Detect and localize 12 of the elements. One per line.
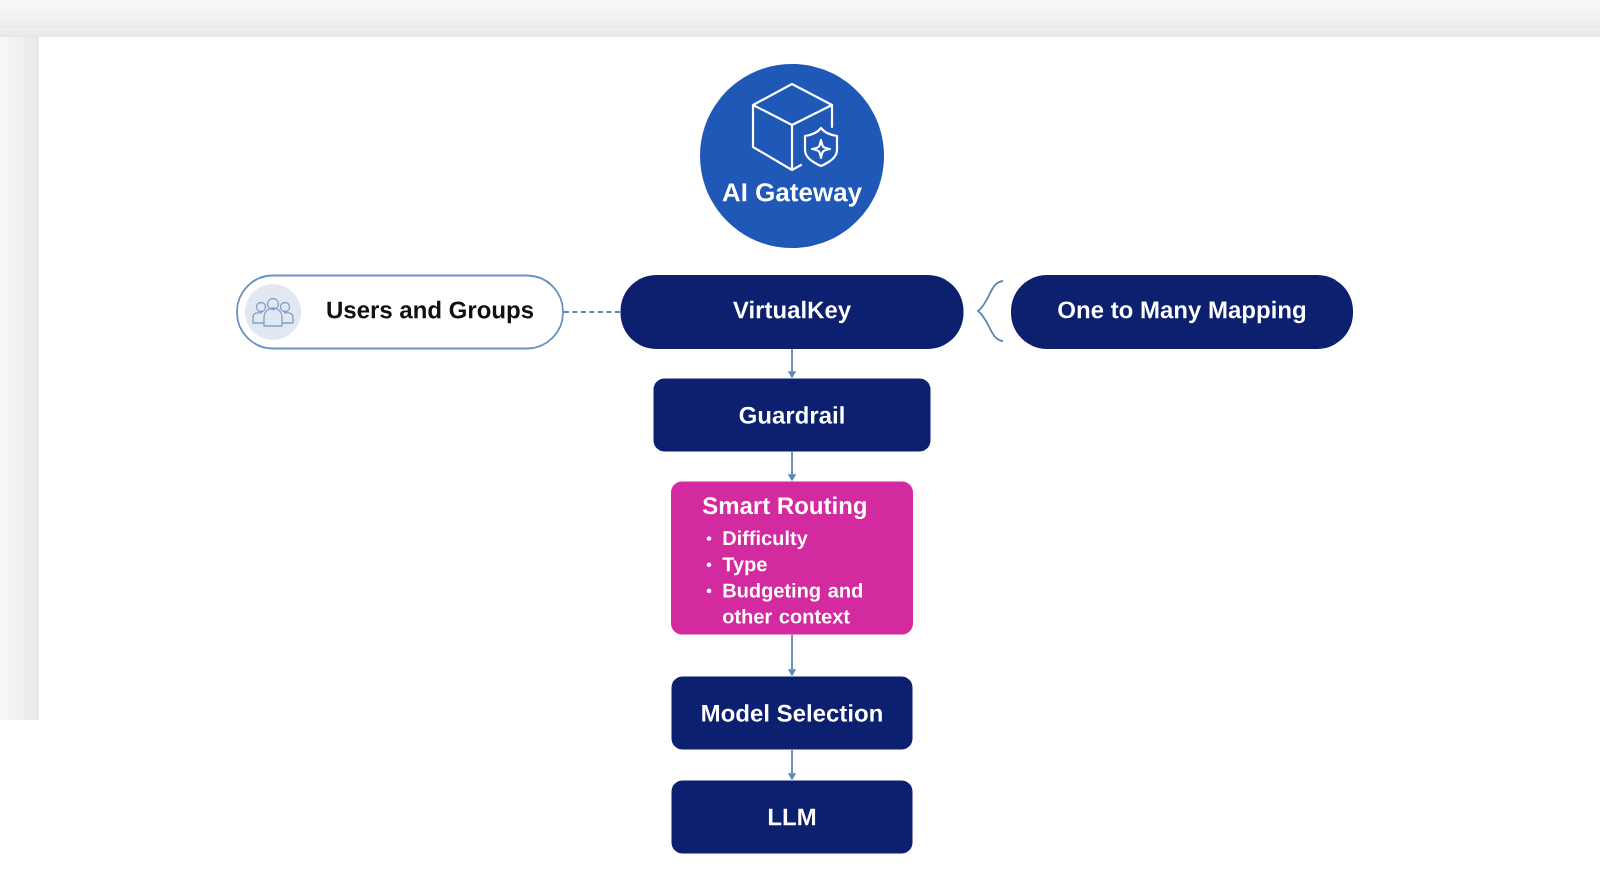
list-item: Difficulty xyxy=(723,530,808,550)
rounded-box: One to Many Mapping xyxy=(1011,275,1353,349)
process-box: Model Selection xyxy=(671,676,913,750)
process-box: Guardrail xyxy=(653,378,931,452)
list-item: Budgeting and other context xyxy=(723,582,862,624)
rounded-box: Users and Groups xyxy=(236,274,564,350)
heading: Smart Routing xyxy=(702,496,866,520)
dashed-line xyxy=(563,311,622,313)
list-item: Type xyxy=(722,557,767,576)
process-box: LLM xyxy=(671,780,913,854)
process-box xyxy=(671,481,913,635)
rounded-box: VirtualKey xyxy=(620,275,964,349)
